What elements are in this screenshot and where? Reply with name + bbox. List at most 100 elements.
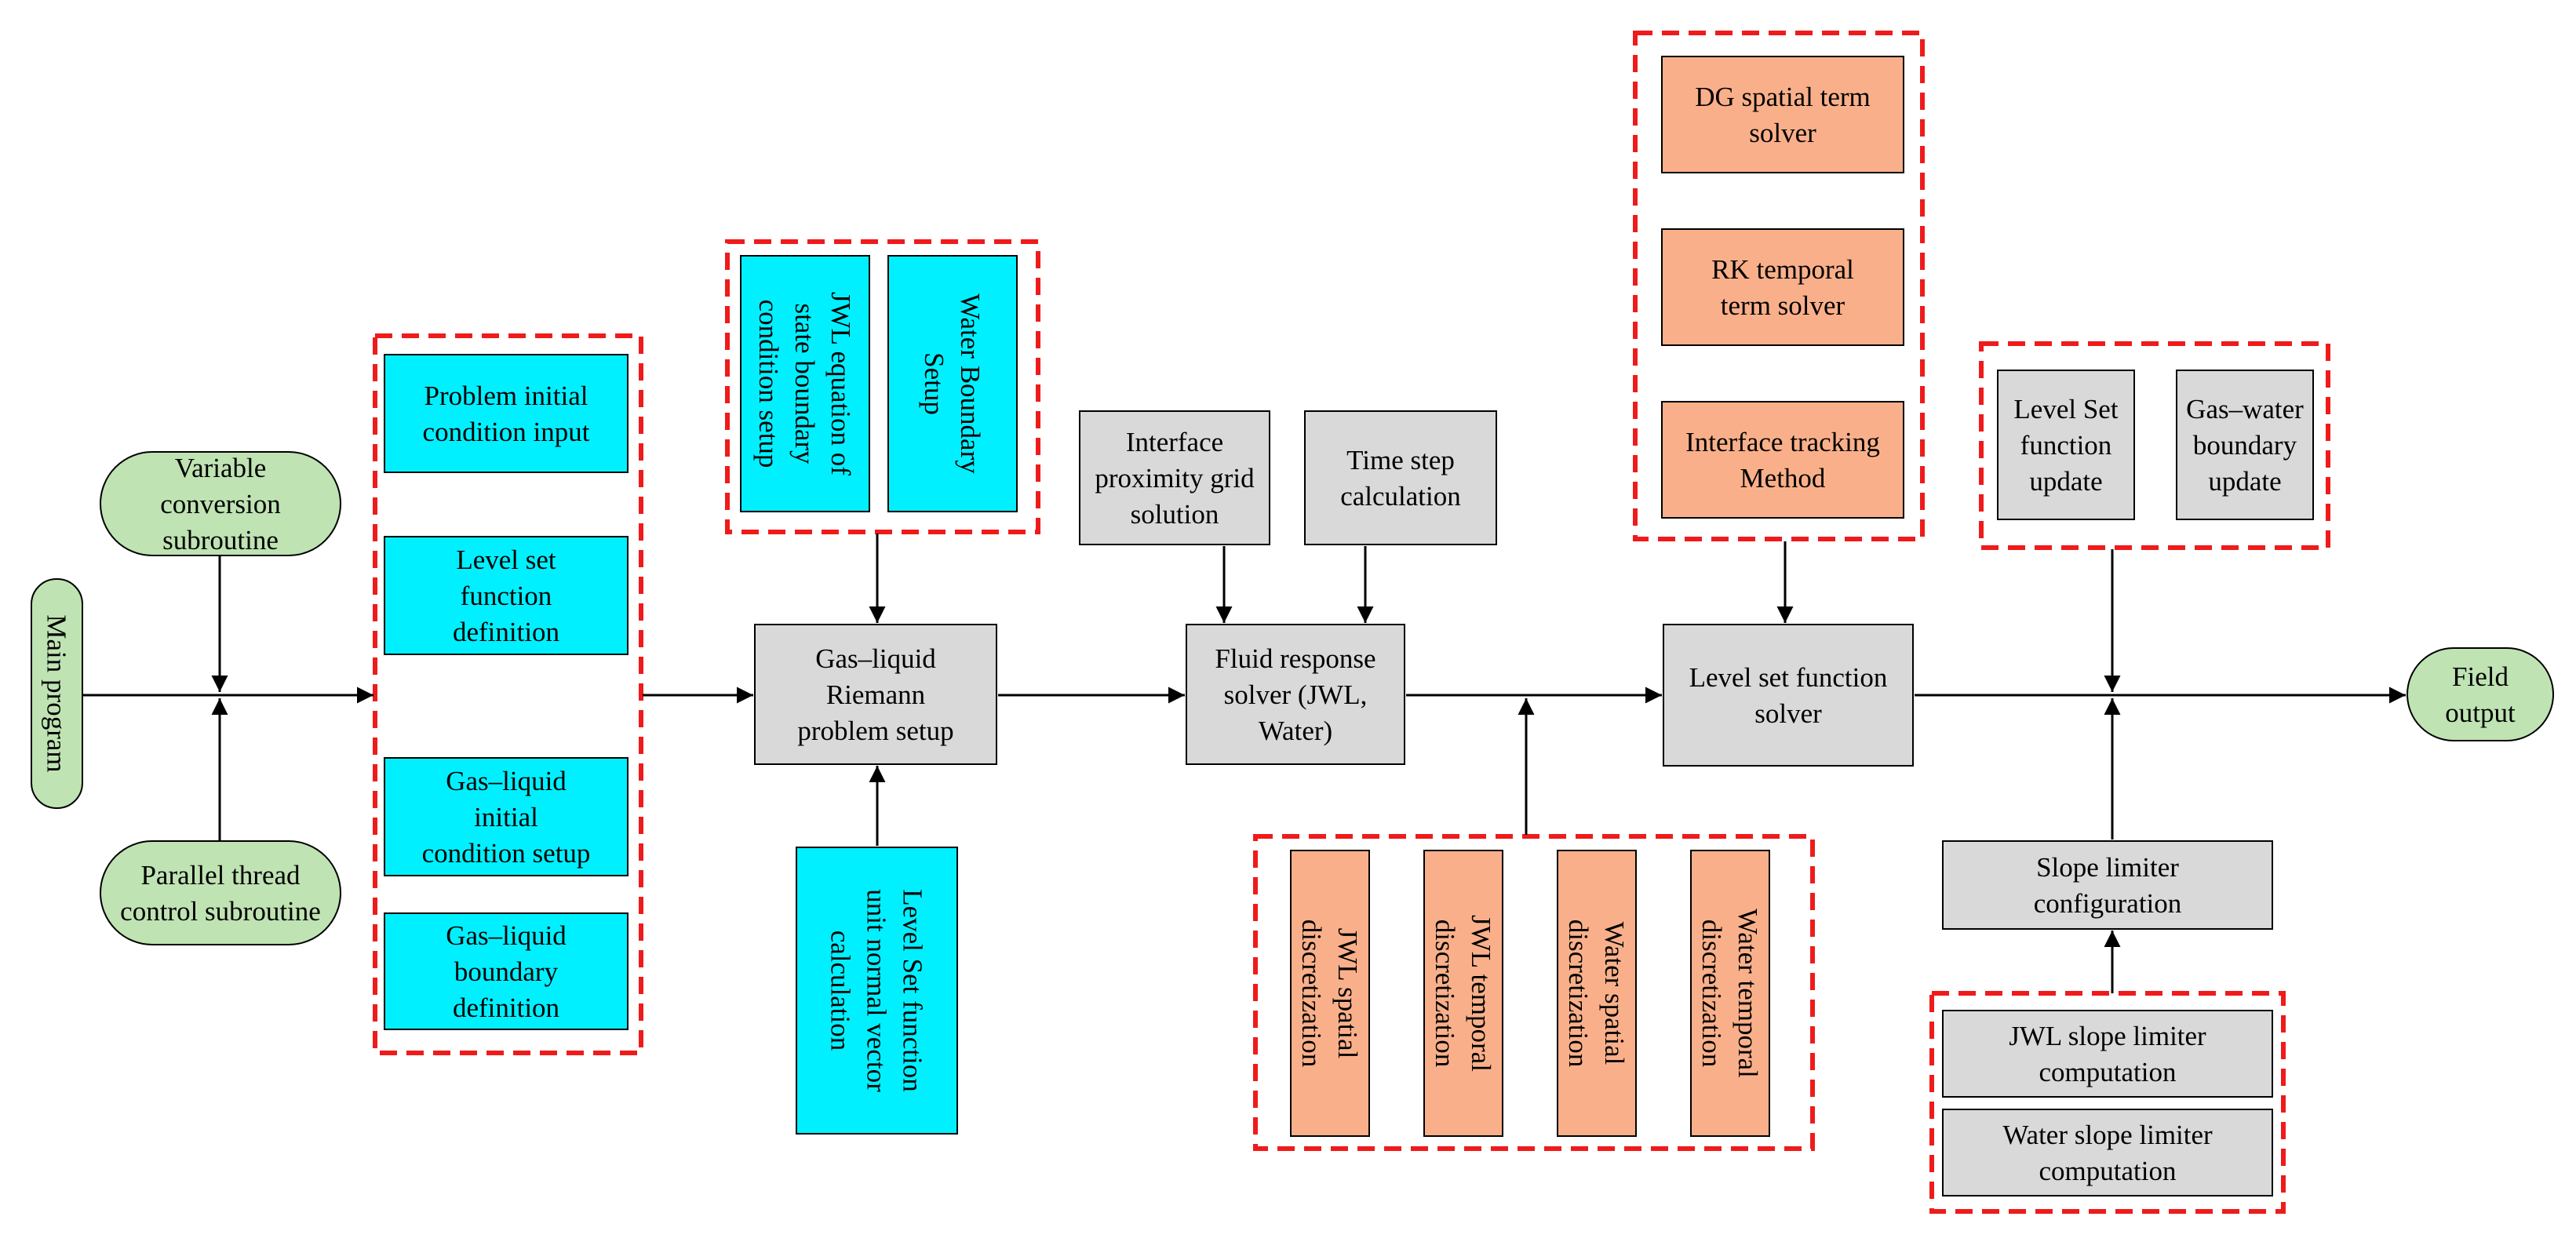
node-jwl-spatial-line-2: discretization: [1297, 920, 1328, 1068]
node-interface-tracking-box: [1661, 401, 1904, 519]
node-jwl-temporal-line-1: JWL temporal: [1467, 915, 1497, 1072]
node-variable-conversion-line-3: subroutine: [162, 525, 279, 555]
node-water-temporal-line-2: discretization: [1697, 920, 1728, 1068]
node-level-set-def-line-3: definition: [453, 617, 559, 647]
node-problem-initial-line-1: Problem initial: [424, 381, 588, 411]
node-time-step-line-1: Time step: [1346, 445, 1455, 475]
node-interface-proximity-box: [1079, 410, 1270, 545]
node-gas-water-update-line-2: boundary: [2193, 430, 2297, 461]
node-parallel-thread-label: Parallel thread control subroutine: [120, 860, 321, 927]
node-gas-liquid-boundary-box: [384, 912, 629, 1030]
node-water-boundary-label: Water BoundarySetup: [920, 293, 986, 474]
node-level-set-solver-box: [1663, 624, 1914, 767]
node-jwl-temporal-line-2: discretization: [1430, 920, 1461, 1068]
node-jwl-spatial-label: JWL spatialdiscretization: [1297, 920, 1364, 1068]
node-water-temporal-line-1: Water temporal: [1733, 909, 1764, 1078]
node-level-set-solver-line-1: Level set function: [1689, 662, 1888, 693]
node-gas-liquid-initial-line-2: initial: [474, 802, 538, 832]
node-field-output-line-1: Field: [2452, 661, 2509, 692]
node-interface-proximity-line-3: solution: [1131, 499, 1219, 530]
node-level-set-update-line-1: Level Set: [2013, 394, 2118, 424]
node-fluid-response-line-1: Fluid response: [1215, 643, 1375, 674]
node-field-output: Field output: [2407, 647, 2554, 741]
node-fluid-response-box: [1186, 624, 1405, 765]
node-parallel-thread-line-2: control subroutine: [120, 896, 321, 927]
node-problem-initial: Problem initial condition input: [384, 354, 629, 473]
node-variable-conversion-line-2: conversion: [160, 489, 281, 519]
node-water-boundary: Water BoundarySetup: [887, 255, 1018, 512]
node-field-output-label: Field output: [2445, 661, 2516, 728]
node-jwl-temporal-box: [1423, 850, 1503, 1137]
node-fluid-response-line-3: Water): [1259, 716, 1332, 746]
node-water-spatial-label: Water spatialdiscretization: [1564, 920, 1630, 1068]
node-jwl-temporal-label: JWL temporaldiscretization: [1430, 915, 1497, 1072]
node-jwl-equation-label: JWL equation ofstate boundarycondition s…: [754, 292, 857, 475]
node-time-step-label: Time step calculation: [1340, 445, 1461, 512]
boundary-setup-group: [725, 239, 1040, 534]
node-slope-limiter-config-line-2: configuration: [2034, 888, 2182, 919]
node-time-step: Time step calculation: [1304, 410, 1497, 545]
node-level-set-update-box: [1997, 370, 2135, 520]
node-water-slope-line-1: Water slope limiter: [2002, 1120, 2213, 1150]
node-water-temporal-box: [1690, 850, 1770, 1137]
node-riemann-setup-line-2: Riemann: [826, 679, 925, 710]
node-water-boundary-line-2: Setup: [920, 352, 950, 415]
node-water-boundary-box: [887, 255, 1018, 512]
node-interface-proximity-line-1: Interface: [1126, 427, 1223, 457]
node-field-output-line-2: output: [2445, 697, 2516, 728]
node-rk-temporal-line-2: term solver: [1721, 290, 1845, 321]
node-dg-spatial-line-2: solver: [1749, 118, 1816, 148]
node-water-slope-line-2: computation: [2039, 1156, 2177, 1186]
node-field-output-box: [2407, 647, 2554, 741]
node-water-slope: Water slope limiter computation: [1942, 1109, 2273, 1196]
node-jwl-temporal: JWL temporaldiscretization: [1423, 850, 1503, 1137]
node-water-spatial-line-1: Water spatial: [1600, 922, 1630, 1065]
discretization-group: [1253, 834, 1815, 1151]
node-parallel-thread-line-1: Parallel thread: [140, 860, 301, 891]
node-jwl-spatial: JWL spatialdiscretization: [1290, 850, 1370, 1137]
node-level-set-def-line-2: function: [461, 581, 552, 611]
node-parallel-thread-box: [100, 840, 341, 945]
node-problem-initial-line-2: condition input: [423, 417, 590, 447]
node-variable-conversion-box: [100, 451, 341, 556]
node-gas-liquid-initial-box: [384, 757, 629, 876]
node-gas-liquid-boundary-line-1: Gas–liquid: [446, 920, 567, 951]
node-water-temporal: Water temporaldiscretization: [1690, 850, 1770, 1137]
node-riemann-setup-line-3: problem setup: [797, 716, 953, 746]
node-level-set-update-line-3: update: [2029, 466, 2102, 497]
node-level-set-normal-box: [796, 847, 958, 1135]
node-gas-water-update-line-3: update: [2208, 466, 2281, 497]
node-jwl-equation-box: [740, 255, 870, 512]
node-level-set-normal-label: Level Set functionunit normal vectorcalc…: [825, 889, 928, 1092]
node-jwl-slope-line-2: computation: [2039, 1057, 2177, 1087]
node-level-set-normal: Level Set functionunit normal vectorcalc…: [796, 847, 958, 1135]
node-rk-temporal-line-1: RK temporal: [1711, 254, 1854, 285]
node-level-set-normal-line-2: unit normal vector: [862, 889, 892, 1092]
node-water-spatial-box: [1557, 850, 1637, 1137]
node-time-step-line-2: calculation: [1340, 481, 1461, 512]
node-water-temporal-label: Water temporaldiscretization: [1697, 909, 1764, 1078]
node-problem-initial-box: [384, 354, 629, 473]
node-slope-limiter-config-line-1: Slope limiter: [2036, 852, 2179, 883]
node-main-program: Main program: [31, 578, 83, 809]
node-water-slope-box: [1942, 1109, 2273, 1196]
node-slope-limiter-config-label: Slope limiter configuration: [2034, 852, 2182, 919]
node-level-set-normal-line-1: Level Set function: [898, 889, 928, 1092]
update-group: [1979, 341, 2330, 550]
node-water-spatial: Water spatialdiscretization: [1557, 850, 1637, 1137]
